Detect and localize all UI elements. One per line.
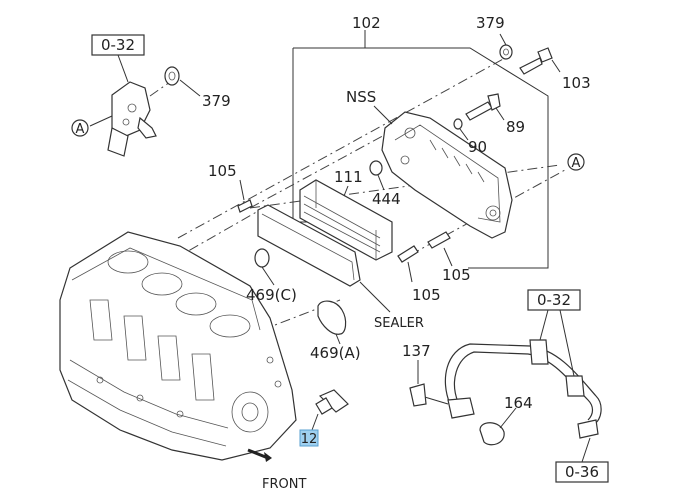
ref-label-bottom-right-lower: 0-36: [565, 463, 599, 481]
label-111: 111: [334, 168, 363, 186]
part-12-highlight[interactable]: [299, 429, 319, 447]
label-444: 444: [372, 190, 401, 208]
oil-pipe-assembly: 0-32 0-36: [409, 289, 609, 483]
oil-cooler-element-111: [299, 179, 393, 261]
bolt-89: [465, 93, 505, 121]
circle-a-left: [71, 119, 89, 137]
label-sealer: SEALER: [374, 316, 424, 331]
label-105-top: 105: [208, 162, 237, 180]
label-102: 102: [352, 14, 381, 32]
label-12: 12: [301, 432, 318, 447]
o-ring-444: [369, 160, 385, 191]
washer-90: [453, 118, 469, 141]
label-164: 164: [504, 394, 533, 412]
ref-label-bottom-right-upper: 0-32: [537, 291, 571, 309]
label-137: 137: [402, 342, 431, 360]
circle-a-right-group: A: [567, 153, 585, 171]
gasket-379-left: [164, 66, 180, 86]
label-103: 103: [562, 74, 591, 92]
part-labels: 102 379 103 NSS 89 90 105 111 444 105 10…: [208, 14, 591, 412]
cylinder-block: [59, 231, 297, 461]
label-90: 90: [468, 138, 487, 156]
ref-label-top-left: 0-32: [101, 36, 135, 54]
circle-a-left-label: A: [76, 122, 85, 137]
outlet-pipe: [107, 127, 129, 157]
ref-box-bottom-right-upper[interactable]: [527, 289, 581, 311]
circle-a-right-label: A: [572, 156, 581, 171]
label-89: 89: [506, 118, 525, 136]
label-469a: 469(A): [310, 344, 361, 362]
label-nss: NSS: [346, 88, 376, 106]
housing-nipple: [137, 116, 157, 139]
gasket-469c: [254, 204, 361, 287]
label-105-right: 105: [442, 266, 471, 284]
bolt-103: [519, 47, 561, 75]
front-indicator: FRONT: [247, 448, 306, 492]
washer-379-top: [499, 33, 513, 60]
label-379-left: 379: [202, 92, 231, 110]
label-469c: 469(C): [246, 286, 297, 304]
gasket-469a: [317, 300, 347, 345]
circle-a-right: [567, 153, 585, 171]
oil-cooler-cover: [381, 111, 513, 239]
studs-105: [237, 179, 453, 283]
front-label: FRONT: [262, 477, 306, 492]
label-105-lower: 105: [412, 286, 441, 304]
label-379-top: 379: [476, 14, 505, 32]
part-12-fitting: 12: [299, 389, 349, 447]
thermostat-housing-assembly: 0-32 A 379: [71, 34, 231, 157]
